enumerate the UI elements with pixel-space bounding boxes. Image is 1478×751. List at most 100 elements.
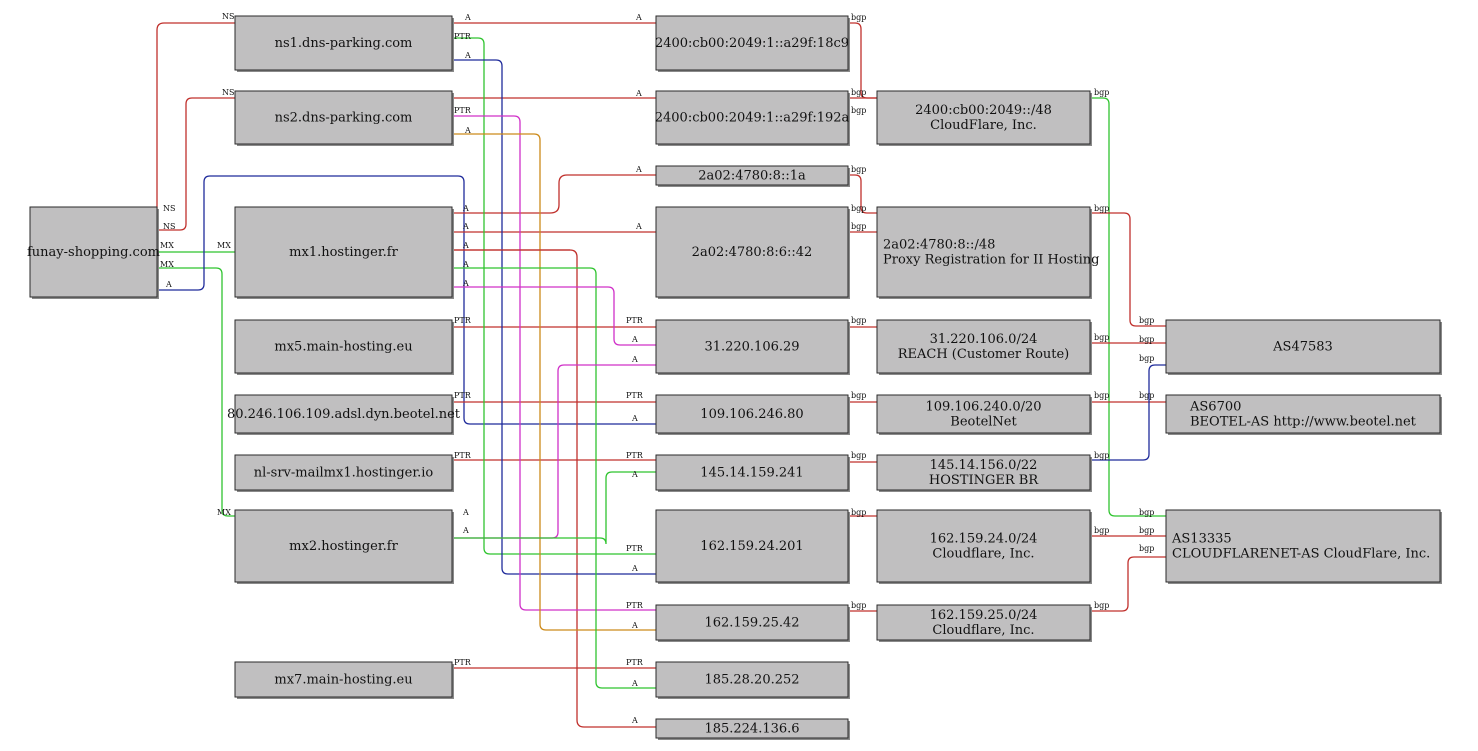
node-label: AS47583 <box>1272 340 1333 355</box>
node-box <box>234 454 453 491</box>
node-box <box>234 509 453 583</box>
edge-label-bgp: bgp <box>1139 391 1154 400</box>
edge-label-ptr: PTR <box>454 451 472 460</box>
edge-mx2 <box>157 267 235 517</box>
edge-label-ptr: PTR <box>626 544 644 553</box>
node-ip_145[interactable]: 145.14.159.241 <box>655 454 850 492</box>
node-label: 185.28.20.252 <box>704 673 799 688</box>
edge-label-bgp: bgp <box>851 13 866 22</box>
node-label: 31.220.106.0/24 <box>930 332 1038 347</box>
node-ip_109[interactable]: 109.106.246.80 <box>655 394 850 435</box>
node-mx5[interactable]: mx5.main-hosting.eu <box>234 319 454 375</box>
node-box <box>1165 509 1441 583</box>
node-mx1[interactable]: mx1.hostinger.fr <box>234 206 454 299</box>
node-as47583[interactable]: AS47583 <box>1165 319 1442 375</box>
node-box <box>234 15 453 71</box>
edge-label-ns: NS <box>222 88 234 97</box>
node-label: mx7.main-hosting.eu <box>274 673 412 688</box>
node-box <box>876 90 1091 145</box>
edge-label-bgp: bgp <box>851 106 866 115</box>
node-label: 2a02:4780:8::/48 <box>883 238 995 253</box>
node-label: 109.106.246.80 <box>700 407 803 422</box>
node-ip6_192a[interactable]: 2400:cb00:2049:1::a29f:192a <box>655 90 850 146</box>
node-ip_31[interactable]: 31.220.106.29 <box>655 319 850 375</box>
node-beotel_ptr[interactable]: 80.246.106.109.adsl.dyn.beotel.net <box>227 394 461 435</box>
node-box <box>876 319 1091 374</box>
edge-label-bgp: bgp <box>851 391 866 400</box>
edge-label-a: A <box>635 165 642 174</box>
node-ip_185_28[interactable]: 185.28.20.252 <box>655 661 850 699</box>
node-label: nl-srv-mailmx1.hostinger.io <box>254 466 434 481</box>
edge-label-a: A <box>462 508 469 517</box>
node-label: 80.246.106.109.adsl.dyn.beotel.net <box>227 407 461 422</box>
edge-label-mx: MX <box>160 241 174 250</box>
node-label: mx2.hostinger.fr <box>289 539 398 554</box>
node-nlsrv[interactable]: nl-srv-mailmx1.hostinger.io <box>234 454 454 492</box>
edge-label-bgp: bgp <box>1094 391 1109 400</box>
node-ip6_42[interactable]: 2a02:4780:8:6::42 <box>655 206 850 299</box>
edge-ns2-a <box>452 133 656 631</box>
node-box <box>234 90 453 145</box>
edge-label-bgp: bgp <box>1139 335 1154 344</box>
node-label: BeotelNet <box>950 415 1017 430</box>
node-ip_162_25[interactable]: 162.159.25.42 <box>655 604 850 642</box>
node-label: 185.224.136.6 <box>704 722 799 737</box>
node-mx2[interactable]: mx2.hostinger.fr <box>234 509 454 584</box>
edge-bgp-1a <box>848 174 877 214</box>
edge-label-bgp: bgp <box>1139 508 1154 517</box>
node-box <box>29 206 158 298</box>
node-root[interactable]: funay-shopping.com <box>27 206 160 299</box>
node-box <box>876 454 1091 491</box>
node-label: BEOTEL-AS http://www.beotel.net <box>1190 415 1417 430</box>
edge-bgp-18c9 <box>848 22 877 99</box>
edge-label-a: A <box>462 222 469 231</box>
edge-label-ptr: PTR <box>626 451 644 460</box>
edge-label-a: A <box>631 679 638 688</box>
edge-label-a: A <box>631 564 638 573</box>
node-ns2[interactable]: ns2.dns-parking.com <box>234 90 454 146</box>
node-label: AS13335 <box>1171 532 1232 547</box>
node-label: 145.14.156.0/22 <box>930 458 1038 473</box>
node-ip6_1a[interactable]: 2a02:4780:8::1a <box>655 165 850 187</box>
node-box <box>234 661 453 698</box>
edge-label-ptr: PTR <box>454 316 472 325</box>
node-label: 2a02:4780:8:6::42 <box>692 245 813 260</box>
node-box <box>655 165 849 186</box>
node-label: Cloudflare, Inc. <box>932 623 1034 638</box>
node-box <box>655 661 849 698</box>
node-label: Proxy Registration for II Hosting <box>883 253 1099 268</box>
node-ip6_18c9[interactable]: 2400:cb00:2049:1::a29f:18c9 <box>655 15 850 72</box>
node-label: CLOUDFLARENET-AS CloudFlare, Inc. <box>1172 547 1430 562</box>
node-box <box>1165 319 1441 374</box>
edge-layer <box>156 22 1166 728</box>
node-ns1[interactable]: ns1.dns-parking.com <box>234 15 454 72</box>
node-label: 2400:cb00:2049::/48 <box>915 103 1052 118</box>
edge-label-ptr: PTR <box>454 391 472 400</box>
edge-ns1-ptr <box>452 37 656 555</box>
node-ip_162_24[interactable]: 162.159.24.201 <box>655 509 850 584</box>
node-label: 145.14.159.241 <box>700 466 803 481</box>
node-label: 2400:cb00:2049:1::a29f:18c9 <box>655 36 849 51</box>
edge-label-bgp: bgp <box>1094 526 1109 535</box>
edge-label-ptr: PTR <box>454 106 472 115</box>
node-label: 2400:cb00:2049:1::a29f:192a <box>655 111 850 126</box>
node-label: 162.159.25.42 <box>704 616 799 631</box>
edge-label-bgp: bgp <box>1139 544 1154 553</box>
node-ip_185_224[interactable]: 185.224.136.6 <box>655 718 850 740</box>
node-box <box>655 394 849 434</box>
edge-162-25-as13335 <box>1090 556 1166 612</box>
edge-label-a: A <box>464 51 471 60</box>
edge-label-a: A <box>462 526 469 535</box>
edge-label-bgp: bgp <box>851 508 866 517</box>
node-mx7[interactable]: mx7.main-hosting.eu <box>234 661 454 699</box>
edge-mx1-185-28 <box>452 267 656 689</box>
